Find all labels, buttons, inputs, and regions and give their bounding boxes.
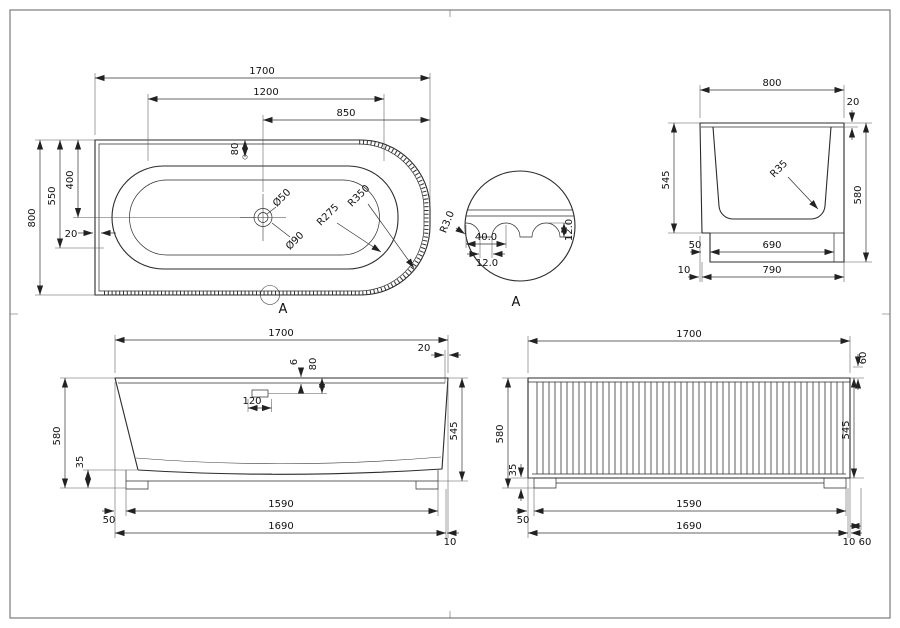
- frame-centering-ticks: [10, 10, 890, 618]
- fluted-front-view: 1700 60 580 35 545 1590 50 1690 10 60: [495, 329, 871, 548]
- dim-base-10: 10: [843, 537, 856, 548]
- inner-bottom-curve: [135, 456, 442, 465]
- front-outline: [114, 377, 449, 475]
- flute-profile: [465, 209, 575, 238]
- dim-base-1590: 1590: [268, 499, 293, 510]
- dim-overall-height: 580: [52, 426, 63, 445]
- dim-rim-20: 20: [847, 97, 860, 108]
- dim-rim-gap: 20: [65, 229, 78, 240]
- leader-line: [271, 222, 291, 238]
- detail-circle: [464, 170, 576, 282]
- dim-550: 550: [47, 186, 58, 205]
- dim-850: 850: [336, 108, 355, 119]
- dim-base-10: 10: [678, 265, 691, 276]
- dim-overall-height: 580: [495, 424, 506, 443]
- detail-marker-label: A: [279, 302, 288, 317]
- dim-base-60: 60: [859, 537, 872, 548]
- dim-top-60: 60: [858, 352, 869, 365]
- tub-outer-outline: [94, 139, 431, 296]
- leader-line: [787, 176, 819, 210]
- leader-line: [367, 203, 415, 269]
- dim-base-1690: 1690: [676, 521, 701, 532]
- dim-base-1690: 1690: [268, 521, 293, 532]
- plinth-and-feet: [125, 470, 439, 490]
- dim-base-690: 690: [762, 240, 781, 251]
- dim-overall-length: 1700: [249, 66, 274, 77]
- dim-overflow-offset: 80: [230, 143, 241, 156]
- plan-view: A 1700 1200 850 80 400 550 800 20 Ø50 Ø9…: [27, 66, 431, 317]
- dim-overall-length: 1700: [676, 329, 701, 340]
- dim-overall-height: 580: [853, 185, 864, 204]
- drawing-border: [9, 9, 891, 619]
- leader-line: [455, 226, 466, 235]
- flute-ribs: [532, 382, 846, 474]
- dim-base-10: 10: [444, 537, 457, 548]
- dim-base-50: 50: [517, 515, 530, 526]
- dim-overall-length: 1700: [268, 328, 293, 339]
- dim-1200: 1200: [253, 87, 278, 98]
- dim-400: 400: [65, 170, 76, 189]
- leader-line: [266, 206, 277, 215]
- extension-lines: [668, 85, 872, 282]
- extension-lines: [60, 335, 468, 538]
- leader-line: [336, 222, 382, 253]
- dim-inner-height: 545: [661, 170, 672, 189]
- dim-base-790: 790: [762, 265, 781, 276]
- dim-height-545: 545: [449, 421, 460, 440]
- tub-rim-inner-line: [98, 143, 425, 292]
- plinth-and-feet: [533, 478, 847, 489]
- dim-rim-20: 20: [418, 343, 431, 354]
- basin-bottom-outline: [129, 179, 380, 256]
- dim-base-35: 35: [508, 464, 519, 477]
- dim-base-1590: 1590: [676, 499, 701, 510]
- fluted-texture-hatch: [104, 140, 429, 296]
- dim-overflow-80: 80: [308, 358, 319, 371]
- dim-flute-pitch: 40.0: [475, 232, 497, 243]
- dim-overall-width: 800: [27, 208, 38, 227]
- dim-overflow-120: 120: [242, 396, 261, 407]
- extension-lines: [35, 73, 431, 296]
- detail-view-label: A: [512, 295, 521, 310]
- dim-height-545: 545: [841, 420, 852, 439]
- detail-marker-circle: [260, 285, 280, 305]
- extension-lines: [465, 222, 570, 258]
- dim-width-800: 800: [762, 78, 781, 89]
- dim-fillet-radius: R35: [768, 158, 790, 180]
- dim-outer-radius: R350: [346, 183, 372, 209]
- basin-section-profile: [712, 126, 832, 220]
- front-view: 1700 20 80 6 120 580 35 545 1590 50 1690…: [52, 328, 468, 548]
- plinth-lines: [702, 232, 844, 262]
- end-view: 800 20 545 580 R35 690 50 790 10: [661, 78, 872, 282]
- detail-view-a: 40.0 12.0 12.0 R3.0 A: [438, 170, 576, 310]
- dim-base-50: 50: [103, 515, 116, 526]
- dim-flute-depth: 12.0: [564, 219, 575, 241]
- dim-flute-radius: R3.0: [438, 209, 457, 234]
- dim-base-50: 50: [689, 240, 702, 251]
- flute-scallops: [465, 222, 572, 238]
- dim-flute-width: 12.0: [476, 258, 498, 269]
- dim-drain-dia90: Ø90: [283, 229, 306, 252]
- dim-inner-radius: R275: [315, 202, 341, 228]
- dim-base-35: 35: [75, 456, 86, 469]
- basin-rim-outline: [111, 165, 399, 270]
- dim-drain-dia50: Ø50: [270, 186, 293, 209]
- dim-rim-6: 6: [289, 359, 300, 365]
